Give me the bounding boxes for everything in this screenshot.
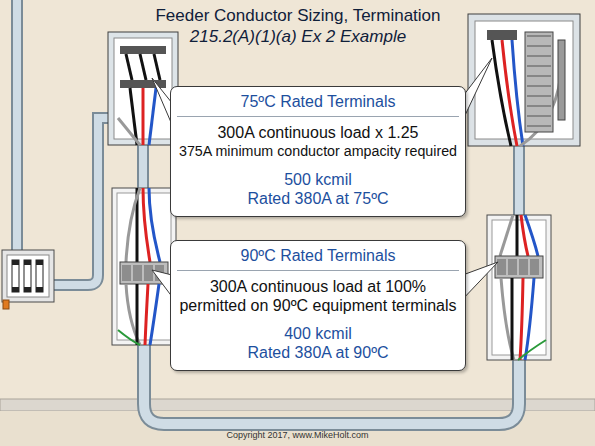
junction-box-right (501, 278, 514, 360)
service-disconnect (36, 260, 43, 292)
panelboard (558, 40, 565, 120)
disconnect-switch (120, 46, 166, 54)
junction-box-right (487, 215, 551, 360)
disconnect-switch (140, 54, 146, 80)
service-disconnect (36, 287, 43, 292)
panelboard (527, 106, 551, 107)
junction-box-right (518, 340, 546, 360)
junction-box-right (497, 259, 506, 275)
service-disconnect (12, 260, 19, 265)
callout-heading: 75ºC Rated Terminals (177, 92, 459, 117)
junction-box-left (149, 188, 160, 262)
callout-text: 300A continuous load x 1.25 (177, 123, 459, 142)
service-disconnect (7, 255, 49, 297)
conduit (139, 145, 147, 188)
service-disconnect (24, 260, 31, 265)
service-disconnect (12, 260, 19, 292)
junction-box-left (112, 188, 176, 345)
panelboard (527, 46, 551, 47)
panelboard (468, 14, 580, 146)
junction-box-right (500, 215, 513, 256)
conduit (515, 146, 523, 215)
panelboard (527, 36, 551, 126)
junction-box-right (487, 215, 551, 360)
diagram-title: Feeder Conductor Sizing, Termination (128, 5, 468, 26)
junction-box-right (516, 215, 519, 256)
junction-box-right (508, 259, 517, 275)
junction-box-right (519, 259, 528, 275)
junction-box-right (492, 220, 546, 355)
copyright-note: Copyright 2017, www.MikeHolt.com (0, 430, 595, 440)
conduit (137, 145, 149, 188)
panelboard (487, 30, 517, 40)
panelboard (527, 66, 551, 67)
panelboard (525, 32, 553, 132)
junction-box-right (520, 278, 523, 360)
service-disconnect (24, 287, 31, 292)
service-disconnect (3, 300, 9, 309)
disconnect-switch (154, 54, 160, 80)
junction-box-left (150, 284, 159, 345)
panelboard (468, 14, 580, 146)
callout-text: Rated 380A at 75ºC (177, 189, 459, 208)
junction-box-left (126, 188, 140, 262)
panelboard (512, 40, 523, 146)
service-disconnect (24, 260, 31, 292)
floor-slab (0, 399, 595, 411)
junction-box-left (144, 265, 153, 281)
panelboard (527, 86, 551, 87)
callout-box: 90ºC Rated Terminals 300A continuous load… (170, 240, 466, 371)
junction-box-right (511, 278, 514, 360)
conduit (54, 118, 108, 285)
callout-text: 300A continuous load at 100% permitted o… (177, 277, 459, 315)
disconnect-switch (118, 118, 140, 145)
junction-box-left (133, 265, 142, 281)
service-disconnect (12, 287, 19, 292)
junction-box-left (122, 265, 131, 281)
conduit (17, 0, 519, 424)
junction-box-right (495, 256, 543, 278)
service-disconnect (36, 260, 43, 265)
panelboard (527, 116, 551, 117)
panelboard (527, 36, 551, 37)
junction-box-left (112, 188, 176, 345)
disconnect-switch (126, 54, 132, 80)
disconnect-switch (108, 32, 178, 145)
panelboard (527, 126, 551, 127)
panelboard (527, 96, 551, 97)
panelboard (527, 76, 551, 77)
junction-box-left (118, 330, 140, 345)
conduit (513, 146, 525, 215)
junction-box-left (126, 284, 140, 345)
callout-text: 375A minimum conductor ampacity required (177, 142, 459, 161)
callout-text: Rated 380A at 90ºC (177, 343, 459, 362)
junction-box-left (145, 284, 148, 345)
junction-box-right (530, 259, 539, 275)
callout-heading: 90ºC Rated Terminals (177, 246, 459, 271)
service-disconnect (2, 250, 54, 302)
conduit (13, 0, 21, 252)
disconnect-switch (149, 88, 156, 145)
junction-box-right (525, 215, 538, 256)
callout-text: 500 kcmil (177, 170, 459, 189)
callout-text: 400 kcmil (177, 324, 459, 343)
panelboard (502, 40, 517, 146)
panelboard (527, 56, 551, 57)
callout-box: 75ºC Rated Terminals 300A continuous load… (170, 86, 466, 217)
service-disconnect (2, 250, 54, 309)
conduit (11, 0, 23, 252)
disconnect-switch (108, 32, 178, 145)
title-block: Feeder Conductor Sizing, Termination 215… (128, 5, 468, 47)
code-reference: 215.2(A)(1)(a) Ex 2 Example (128, 26, 468, 47)
disconnect-switch (142, 88, 145, 145)
junction-box-left (136, 284, 139, 345)
conduit (54, 118, 108, 285)
panelboard (475, 21, 573, 139)
